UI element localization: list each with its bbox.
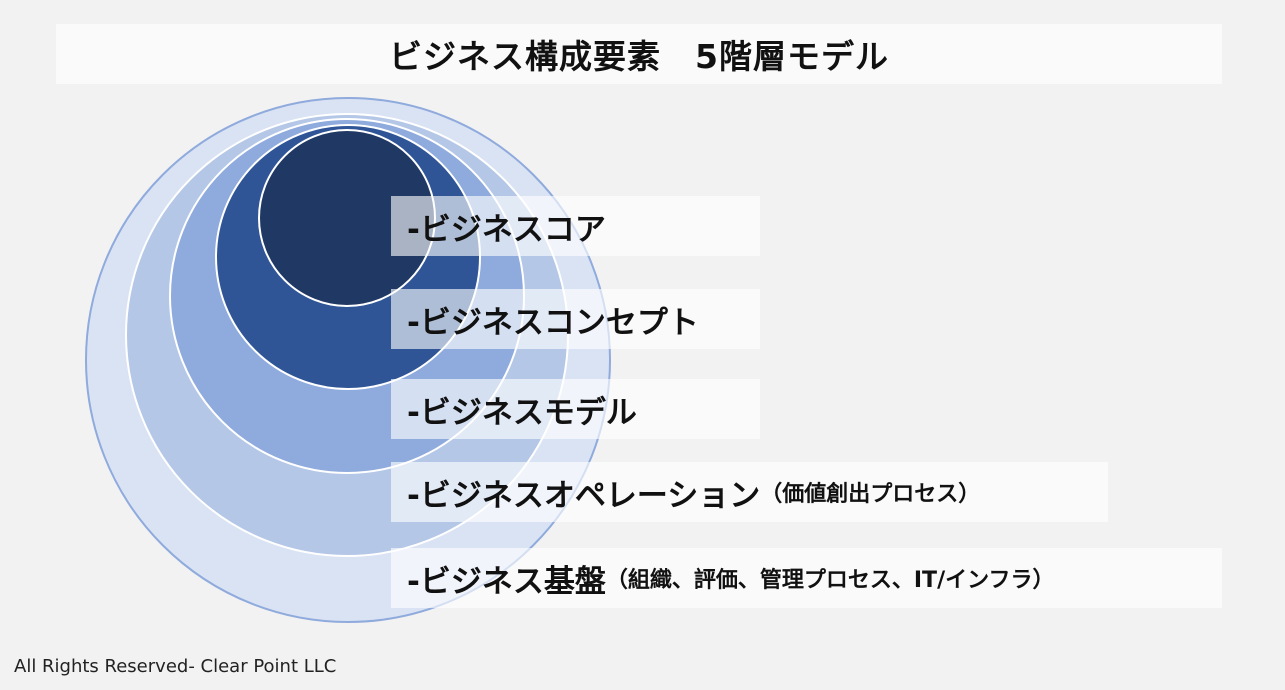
layer-label-text: -ビジネスオペレーション: [407, 477, 761, 514]
layer-label-model: -ビジネスモデル: [391, 379, 760, 439]
layer-label-subtext: （価値創出プロセス）: [760, 482, 981, 507]
layer-label-core: -ビジネスコア: [391, 196, 760, 256]
copyright-footer: All Rights Reserved- Clear Point LLC: [14, 656, 337, 677]
diagram-title: ビジネス構成要素 5階層モデル: [389, 37, 889, 76]
layer-label-operation: -ビジネスオペレーション （価値創出プロセス）: [391, 462, 1108, 522]
layer-label-concept: -ビジネスコンセプト: [391, 289, 760, 349]
layer-label-text: -ビジネスコア: [407, 211, 606, 248]
title-banner: ビジネス構成要素 5階層モデル: [56, 24, 1222, 84]
layer-label-text: -ビジネス基盤: [407, 563, 606, 600]
layer-label-subtext: （組織、評価、管理プロセス、IT/インフラ）: [605, 568, 1055, 593]
layer-label-text: -ビジネスコンセプト: [407, 304, 699, 341]
layer-label-foundation: -ビジネス基盤 （組織、評価、管理プロセス、IT/インフラ）: [391, 548, 1222, 608]
layer-label-text: -ビジネスモデル: [407, 394, 637, 431]
